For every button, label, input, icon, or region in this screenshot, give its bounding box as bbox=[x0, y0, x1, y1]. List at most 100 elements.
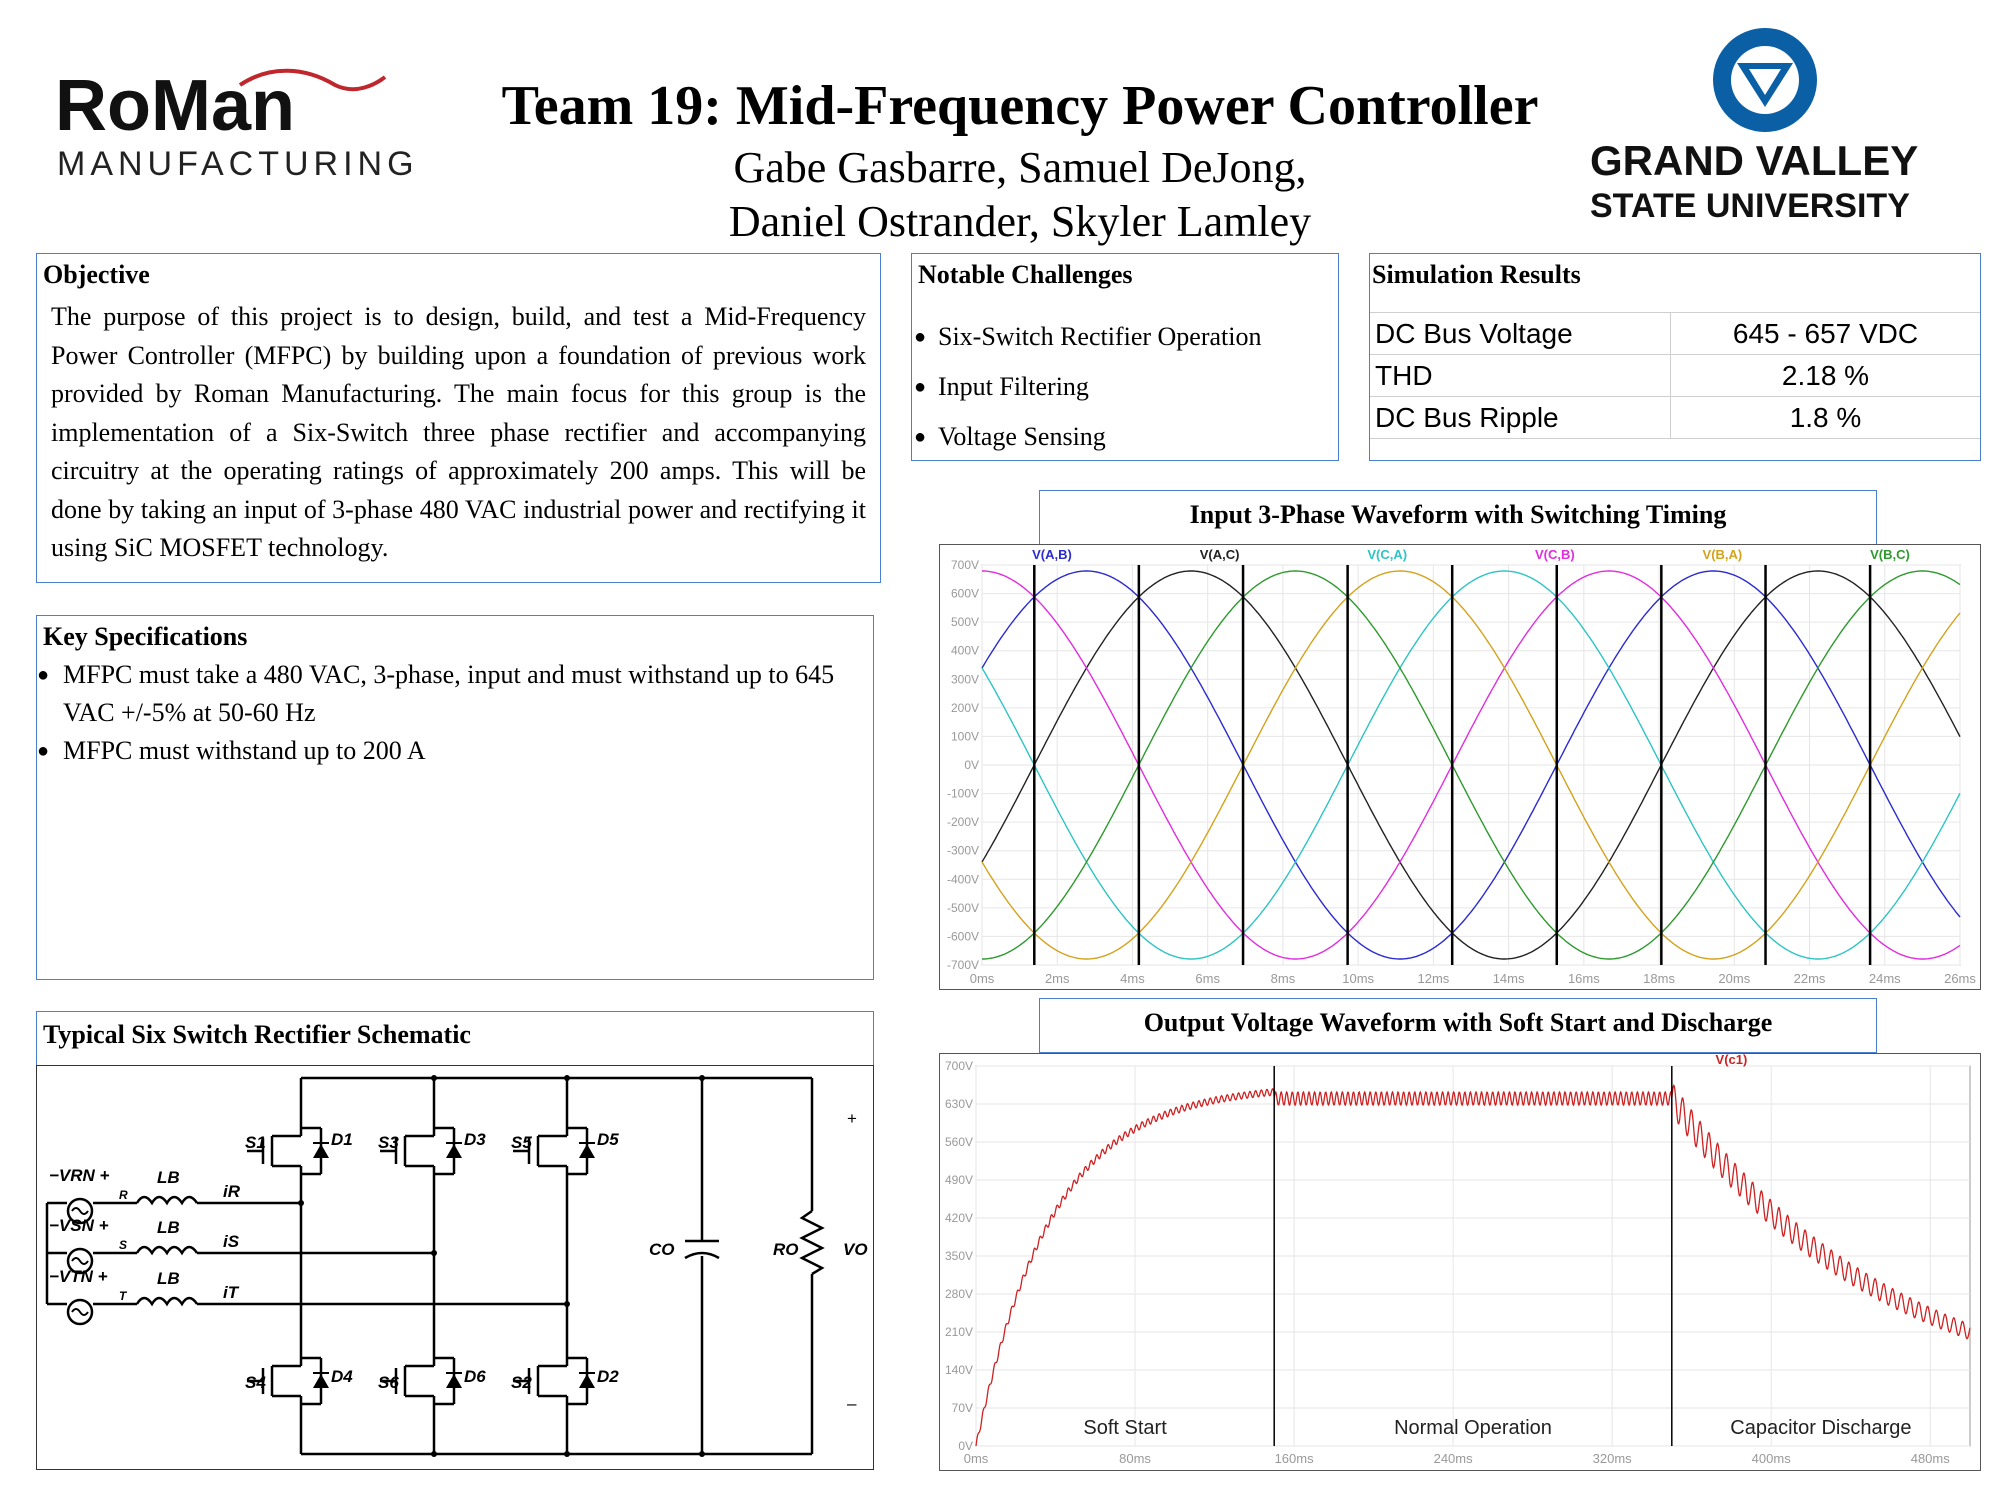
label-vrn: −VRN + bbox=[49, 1166, 110, 1185]
sim-value: 645 - 657 VDC bbox=[1670, 312, 1980, 355]
series-line bbox=[982, 570, 1961, 960]
label-plus: + bbox=[847, 1109, 857, 1128]
x-tick-label: 320ms bbox=[1593, 1451, 1633, 1466]
x-tick-label: 18ms bbox=[1643, 971, 1675, 986]
label-d3: D3 bbox=[464, 1130, 486, 1149]
label-lb: LB bbox=[157, 1168, 180, 1187]
challenge-item: Input Filtering bbox=[914, 362, 1334, 412]
legend-label: V(C,B) bbox=[1535, 547, 1575, 562]
x-tick-label: 0ms bbox=[964, 1451, 989, 1466]
x-tick-label: 80ms bbox=[1119, 1451, 1151, 1466]
schematic-title: Typical Six Switch Rectifier Schematic bbox=[43, 1020, 471, 1049]
chart1-title: Input 3-Phase Waveform with Switching Ti… bbox=[1189, 500, 1727, 529]
chart1-title-box: Input 3-Phase Waveform with Switching Ti… bbox=[1039, 490, 1877, 545]
label-d5: D5 bbox=[597, 1130, 619, 1149]
y-tick-label: 350V bbox=[945, 1249, 973, 1263]
challenges-list: Six-Switch Rectifier Operation Input Fil… bbox=[914, 312, 1334, 462]
label-vsn: −VSN + bbox=[49, 1216, 109, 1235]
table-row: DC Bus Ripple 1.8 % bbox=[1370, 396, 1980, 439]
y-tick-label: -300V bbox=[947, 844, 979, 858]
phase-label: Normal Operation bbox=[1394, 1417, 1552, 1439]
chart2-title-box: Output Voltage Waveform with Soft Start … bbox=[1039, 998, 1877, 1053]
simulation-panel: Simulation Results DC Bus Voltage 645 - … bbox=[1369, 253, 1981, 461]
sim-value: 2.18 % bbox=[1670, 354, 1980, 397]
x-tick-label: 14ms bbox=[1493, 971, 1525, 986]
y-tick-label: -700V bbox=[947, 958, 979, 972]
key-specs-panel: Key Specifications MFPC must take a 480 … bbox=[36, 615, 874, 980]
gvsu-shield-icon: GRAND VALLEY STATE UNIVERSITY bbox=[1590, 28, 1918, 225]
challenges-title: Notable Challenges bbox=[918, 260, 1133, 289]
simulation-title: Simulation Results bbox=[1372, 260, 1581, 289]
y-tick-label: 200V bbox=[951, 701, 979, 715]
series-line bbox=[982, 570, 1961, 960]
x-tick-label: 160ms bbox=[1275, 1451, 1315, 1466]
x-tick-label: 12ms bbox=[1417, 971, 1449, 986]
y-tick-label: -600V bbox=[947, 929, 979, 943]
label-lb: LB bbox=[157, 1269, 180, 1288]
y-tick-label: -100V bbox=[947, 787, 979, 801]
y-tick-label: 300V bbox=[951, 672, 979, 686]
label-s3: S3 bbox=[378, 1133, 399, 1152]
y-tick-label: 0V bbox=[958, 1439, 973, 1453]
y-tick-label: 700V bbox=[945, 1059, 973, 1073]
svg-text:MANUFACTURING: MANUFACTURING bbox=[57, 145, 419, 183]
svg-text:RoMan: RoMan bbox=[55, 66, 295, 146]
legend-label: V(A,B) bbox=[1032, 547, 1072, 562]
legend-label: V(B,A) bbox=[1703, 547, 1743, 562]
y-tick-label: -500V bbox=[947, 901, 979, 915]
challenge-item: Six-Switch Rectifier Operation bbox=[914, 312, 1334, 362]
label-minus: – bbox=[847, 1394, 857, 1413]
label-d2: D2 bbox=[597, 1367, 619, 1386]
output-waveform-chart: 0V70V140V210V280V350V420V490V560V630V700… bbox=[945, 1052, 1971, 1466]
label-vo: VO bbox=[843, 1240, 868, 1259]
y-tick-label: 0V bbox=[964, 758, 979, 772]
y-tick-label: 400V bbox=[951, 644, 979, 658]
x-tick-label: 26ms bbox=[1944, 971, 1976, 986]
chart2-title: Output Voltage Waveform with Soft Start … bbox=[1143, 1008, 1773, 1037]
phase-label: Capacitor Discharge bbox=[1730, 1417, 1911, 1439]
y-tick-label: 490V bbox=[945, 1173, 973, 1187]
x-tick-label: 20ms bbox=[1718, 971, 1750, 986]
y-tick-label: 100V bbox=[951, 729, 979, 743]
legend-label: V(A,C) bbox=[1200, 547, 1240, 562]
sim-label: DC Bus Voltage bbox=[1370, 312, 1671, 355]
label-d1: D1 bbox=[331, 1130, 353, 1149]
label-ro: RO bbox=[773, 1240, 799, 1259]
label-s6: S6 bbox=[378, 1373, 399, 1392]
y-tick-label: 420V bbox=[945, 1211, 973, 1225]
gvsu-logo: GRAND VALLEY STATE UNIVERSITY bbox=[1585, 25, 1965, 225]
series-line bbox=[981, 570, 1961, 960]
table-row: THD 2.18 % bbox=[1370, 354, 1980, 397]
x-tick-label: 4ms bbox=[1120, 971, 1145, 986]
authors-line-2: Daniel Ostrander, Skyler Lamley bbox=[728, 197, 1312, 246]
legend-label: V(B,C) bbox=[1870, 547, 1910, 562]
y-tick-label: 700V bbox=[951, 558, 979, 572]
label-s1: S1 bbox=[245, 1133, 266, 1152]
label-is: iS bbox=[223, 1232, 240, 1251]
roman-logo: RoMan MANUFACTURING bbox=[55, 55, 435, 185]
x-tick-label: 22ms bbox=[1794, 971, 1826, 986]
label-it: iT bbox=[223, 1283, 240, 1302]
x-tick-label: 6ms bbox=[1195, 971, 1220, 986]
key-specs-list: MFPC must take a 480 VAC, 3-phase, input… bbox=[37, 656, 867, 770]
series-line bbox=[975, 1083, 1971, 1447]
label-r: R bbox=[119, 1188, 128, 1202]
y-tick-label: 70V bbox=[952, 1401, 973, 1415]
x-tick-label: 8ms bbox=[1271, 971, 1296, 986]
objective-text: The purpose of this project is to design… bbox=[51, 302, 866, 562]
sim-value: 1.8 % bbox=[1670, 396, 1980, 439]
label-co: CO bbox=[649, 1240, 675, 1259]
input-waveform-chart: 700V600V500V400V300V200V100V0V-100V-200V… bbox=[947, 547, 1976, 986]
challenges-panel: Notable Challenges Six-Switch Rectifier … bbox=[911, 253, 1339, 462]
challenge-item: Voltage Sensing bbox=[914, 412, 1334, 462]
series-line bbox=[981, 570, 1961, 960]
legend-label: V(c1) bbox=[1716, 1054, 1748, 1067]
authors-line-1: Gabe Gasbarre, Samuel DeJong, bbox=[733, 143, 1307, 192]
label-d4: D4 bbox=[331, 1367, 353, 1386]
y-tick-label: 630V bbox=[945, 1097, 973, 1111]
x-tick-label: 480ms bbox=[1911, 1451, 1951, 1466]
x-tick-label: 400ms bbox=[1752, 1451, 1792, 1466]
svg-text:GRAND VALLEY: GRAND VALLEY bbox=[1590, 137, 1918, 184]
rectifier-schematic: S1 S3 S5 D1 D3 D5 S4 S6 S2 D4 D6 D2 −VRN… bbox=[45, 1075, 868, 1457]
